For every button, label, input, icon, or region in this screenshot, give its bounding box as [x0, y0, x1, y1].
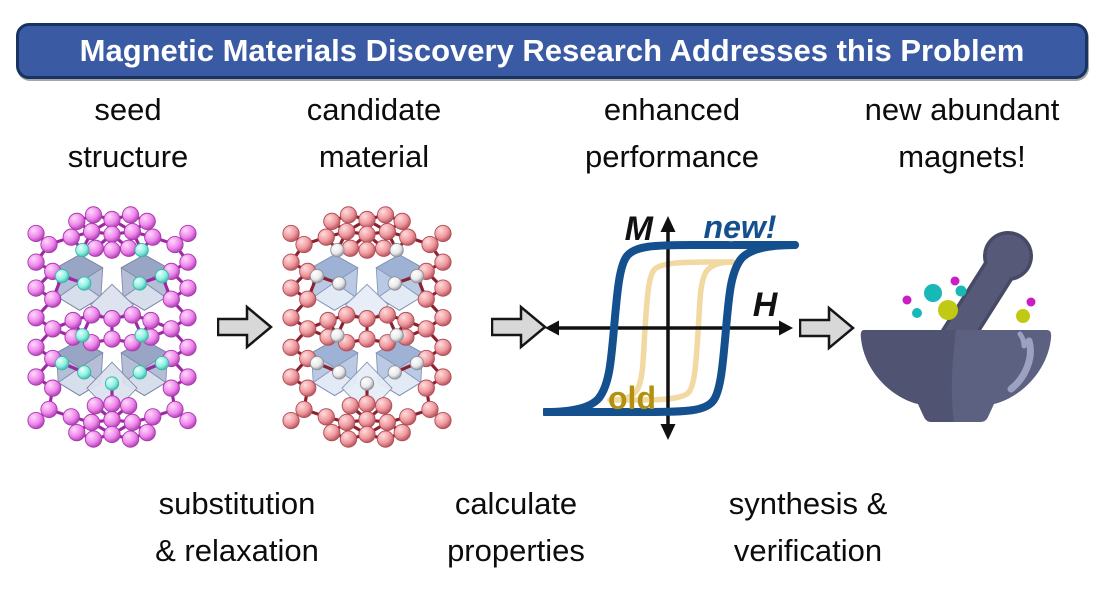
- new-hysteresis-curve: [543, 241, 799, 416]
- hysteresis-loop-plot: M H new! old: [543, 206, 799, 440]
- old-curve-label: old: [608, 380, 656, 416]
- y-axis-label: M: [625, 210, 654, 248]
- candidate-crystal-structure-figure: [282, 206, 452, 448]
- stage-label-enhanced-performance: enhanced performance: [584, 92, 760, 174]
- title-banner: Magnetic Materials Discovery Research Ad…: [16, 23, 1088, 79]
- stage-label-candidate-material: candidate material: [306, 92, 442, 174]
- title-text: Magnetic Materials Discovery Research Ad…: [79, 33, 1025, 68]
- axes: [545, 216, 793, 440]
- mortar-and-pestle-figure: [860, 231, 1052, 422]
- arrow-seed-to-candidate-icon: [217, 304, 273, 350]
- transition-label-calculate-properties: calculate properties: [447, 486, 585, 568]
- sparkle-dots: [902, 276, 1036, 323]
- transition-label-synthesis-verification: synthesis & verification: [728, 486, 888, 568]
- stage-label-new-abundant-magnets: new abundant magnets!: [864, 92, 1060, 174]
- new-hysteresis-curve: [543, 241, 799, 416]
- x-axis-label: H: [753, 286, 779, 324]
- seed-crystal-structure-figure: [27, 206, 197, 448]
- arrow-candidate-to-performance-icon: [491, 304, 547, 350]
- transition-label-substitution-relaxation: substitution & relaxation: [155, 486, 319, 568]
- pestle: [939, 231, 1033, 355]
- new-curve-label: new!: [704, 209, 777, 245]
- arrow-performance-to-magnets-icon: [799, 305, 855, 351]
- stage-label-seed-structure: seed structure: [67, 92, 189, 174]
- mortar-bowl: [860, 330, 1052, 422]
